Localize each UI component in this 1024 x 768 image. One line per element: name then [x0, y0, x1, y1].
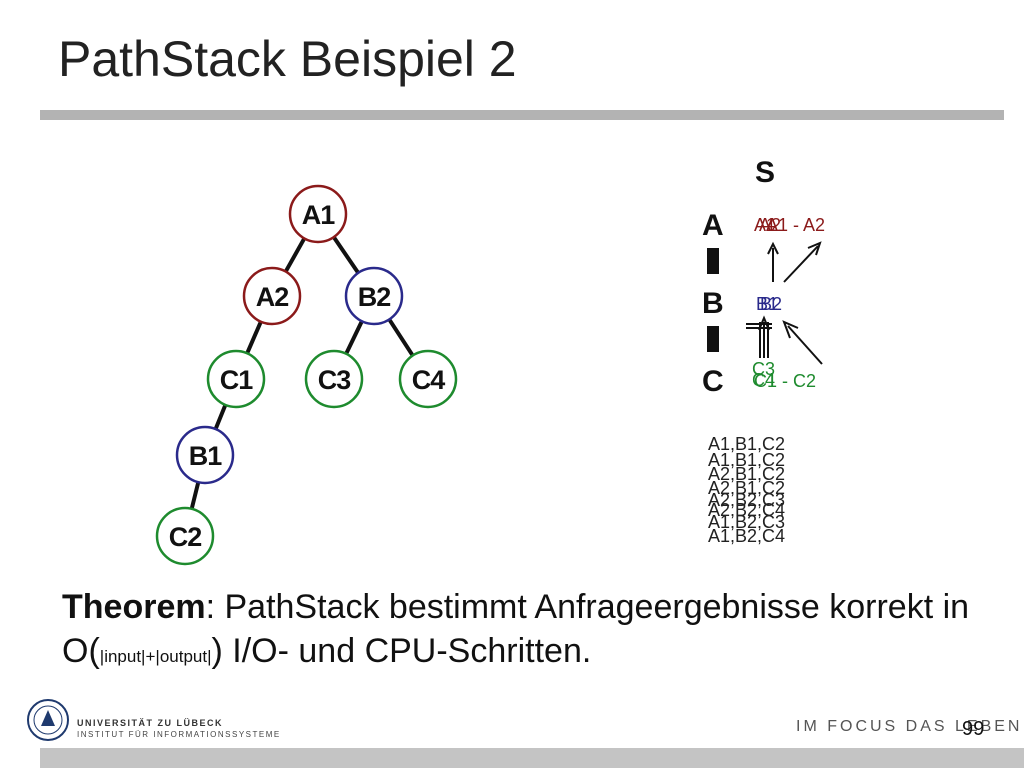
- result-line: A2,B1,C2: [708, 464, 786, 484]
- result-line: A2,B2,C4: [708, 500, 786, 520]
- tree-node-label: A2: [256, 282, 289, 312]
- tree-node-circle: [206, 349, 266, 409]
- theorem-body-b: ) I/O- und CPU-Schritten.: [211, 632, 592, 670]
- tree-node-c4: C4: [398, 349, 458, 409]
- a-stack-entry-a2: A2: [759, 215, 781, 235]
- theorem-text: Theorem: PathStack bestimmt Anfrageergeb…: [62, 585, 982, 679]
- university-seal-icon: [27, 699, 69, 741]
- tree-node-circle: [175, 425, 235, 485]
- stack-separator-ab: [707, 248, 719, 274]
- tree-edges: [189, 235, 415, 511]
- tree-node-circle: [398, 349, 458, 409]
- tree-edge-c1-b1: [213, 402, 228, 432]
- result-line: A1,B1,C2: [708, 434, 786, 454]
- c-stack-entry-c4: C4: [752, 370, 775, 390]
- theorem-label: Theorem: [62, 588, 206, 626]
- b-stack-entry-b1: B1: [756, 294, 778, 314]
- c-stack-entry-c3: C3: [752, 359, 775, 379]
- footer-bar: [40, 748, 1024, 768]
- tree-node-c3: C3: [304, 349, 364, 409]
- tree-edge-b2-c3: [344, 319, 364, 356]
- stack-label-b: B: [702, 287, 724, 320]
- tree-node-circle: [304, 349, 364, 409]
- stack-pointer-arrows: [746, 241, 823, 365]
- tree-node-b2: B2: [344, 266, 404, 326]
- university-name: UNIVERSITÄT ZU LÜBECK: [77, 718, 223, 728]
- tree-edge-b1-c2: [189, 480, 201, 511]
- stack-separator-bc: [707, 326, 719, 352]
- arrowhead-icon: [758, 315, 770, 331]
- tree-node-c2: C2: [155, 506, 215, 566]
- a-stack-entry-a1: A1: [754, 215, 776, 235]
- b-to-a2-arrow: [783, 245, 819, 283]
- arrowhead-icon: [767, 241, 779, 255]
- theorem-complexity: |input|+|output|: [99, 647, 212, 666]
- result-line: A1,B1,C2: [708, 450, 786, 470]
- result-line: A1,B2,C4: [708, 526, 786, 546]
- tree-node-label: B1: [189, 441, 222, 471]
- tree-node-c1: C1: [206, 349, 266, 409]
- tree-edge-b2-c4: [387, 317, 415, 358]
- tree-node-a1: A1: [288, 184, 348, 244]
- c2-to-b-arrow: [787, 325, 823, 365]
- tree-node-label: C1: [220, 365, 253, 395]
- result-line: A1,B2,C3: [708, 512, 786, 532]
- title-divider: [40, 110, 1004, 120]
- stack-label-c: C: [702, 365, 724, 398]
- slide-title: PathStack Beispiel 2: [58, 31, 517, 87]
- institute-name: INSTITUT FÜR INFORMATIONSSYSTEME: [77, 730, 281, 739]
- tree-edge-a2-c1: [245, 319, 263, 356]
- a-stack-entries: A1 - A2: [766, 215, 825, 235]
- tree-node-label: C2: [169, 522, 202, 552]
- tree-edge-a1-a2: [283, 236, 307, 274]
- arrowhead-icon: [782, 320, 799, 339]
- tree-edge-a1-b2: [331, 235, 361, 275]
- tree-node-label: C3: [318, 365, 351, 395]
- result-line: A2,B1,C2: [708, 478, 786, 498]
- arrowhead-icon: [807, 241, 822, 256]
- stack-heading: S: [755, 156, 775, 189]
- b-stack-entry-b2: B2: [760, 294, 782, 314]
- c-stack-entries: C1 - C2: [754, 371, 816, 391]
- motto: IM FOCUS DAS LEBEN: [796, 718, 1023, 735]
- tree-node-circle: [288, 184, 348, 244]
- tree-node-a2: A2: [242, 266, 302, 326]
- tree-node-circle: [242, 266, 302, 326]
- tree-node-label: B2: [358, 282, 391, 312]
- tree-node-circle: [155, 506, 215, 566]
- tree-node-b1: B1: [175, 425, 235, 485]
- theorem-body-a: : PathStack bestimmt Anfrageergebnisse k…: [62, 588, 970, 670]
- page-number: 99: [962, 718, 985, 740]
- tree-node-label: C4: [412, 365, 445, 395]
- tree-node-label: A1: [302, 200, 335, 230]
- stack-label-a: A: [702, 209, 724, 242]
- result-line: A2,B2,C3: [708, 490, 786, 510]
- tree-node-circle: [344, 266, 404, 326]
